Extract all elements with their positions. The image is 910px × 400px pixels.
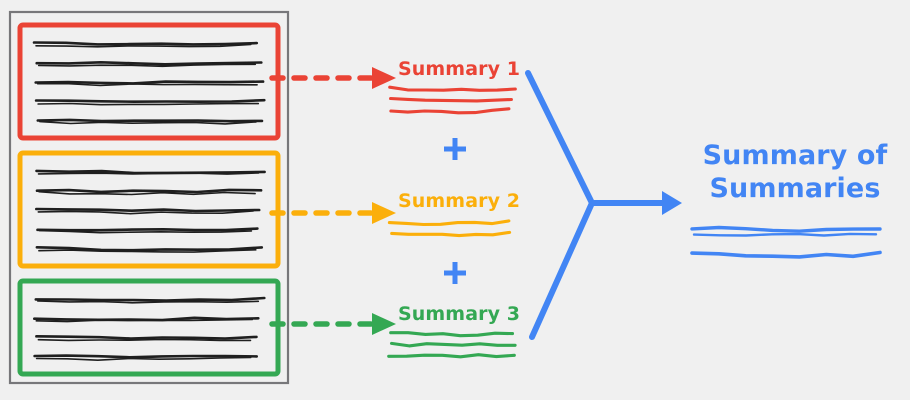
summary-3-label: Summary 3 <box>398 303 521 325</box>
summary-1-squiggle <box>388 85 517 115</box>
connector-arrowhead-1 <box>372 67 396 89</box>
chunk-1-border <box>17 22 281 141</box>
merge-connector <box>525 70 682 340</box>
chunk-2-border <box>17 150 281 269</box>
connector-arrowhead-2 <box>372 202 396 224</box>
chunk-3-border <box>17 278 281 377</box>
summary-of-summaries-label: Summary of Summaries <box>700 140 890 206</box>
summary-1-label: Summary 1 <box>398 58 521 80</box>
summary-of-summaries-line2: Summaries <box>709 172 881 204</box>
connector-arrow-3 <box>269 313 396 335</box>
merge-branch-bottom <box>529 200 595 340</box>
connector-arrow-2 <box>269 202 396 224</box>
connector-arrowhead-3 <box>372 313 396 335</box>
summary-3-squiggle <box>387 331 517 359</box>
chunk-3[interactable] <box>17 278 281 377</box>
summary-2-squiggle <box>387 219 512 238</box>
merge-arrowhead <box>662 191 682 215</box>
connector-arrow-1 <box>269 67 396 89</box>
summary-of-summaries-squiggle <box>690 225 882 259</box>
plus-1 <box>444 138 466 160</box>
chunk-2[interactable] <box>17 150 281 269</box>
summary-2-label: Summary 2 <box>398 190 521 212</box>
chunk-1[interactable] <box>17 22 281 141</box>
merge-branch-top <box>525 70 595 206</box>
plus-2 <box>444 262 466 284</box>
summary-of-summaries-line1: Summary of <box>702 140 888 171</box>
source-document-frame <box>8 10 290 385</box>
